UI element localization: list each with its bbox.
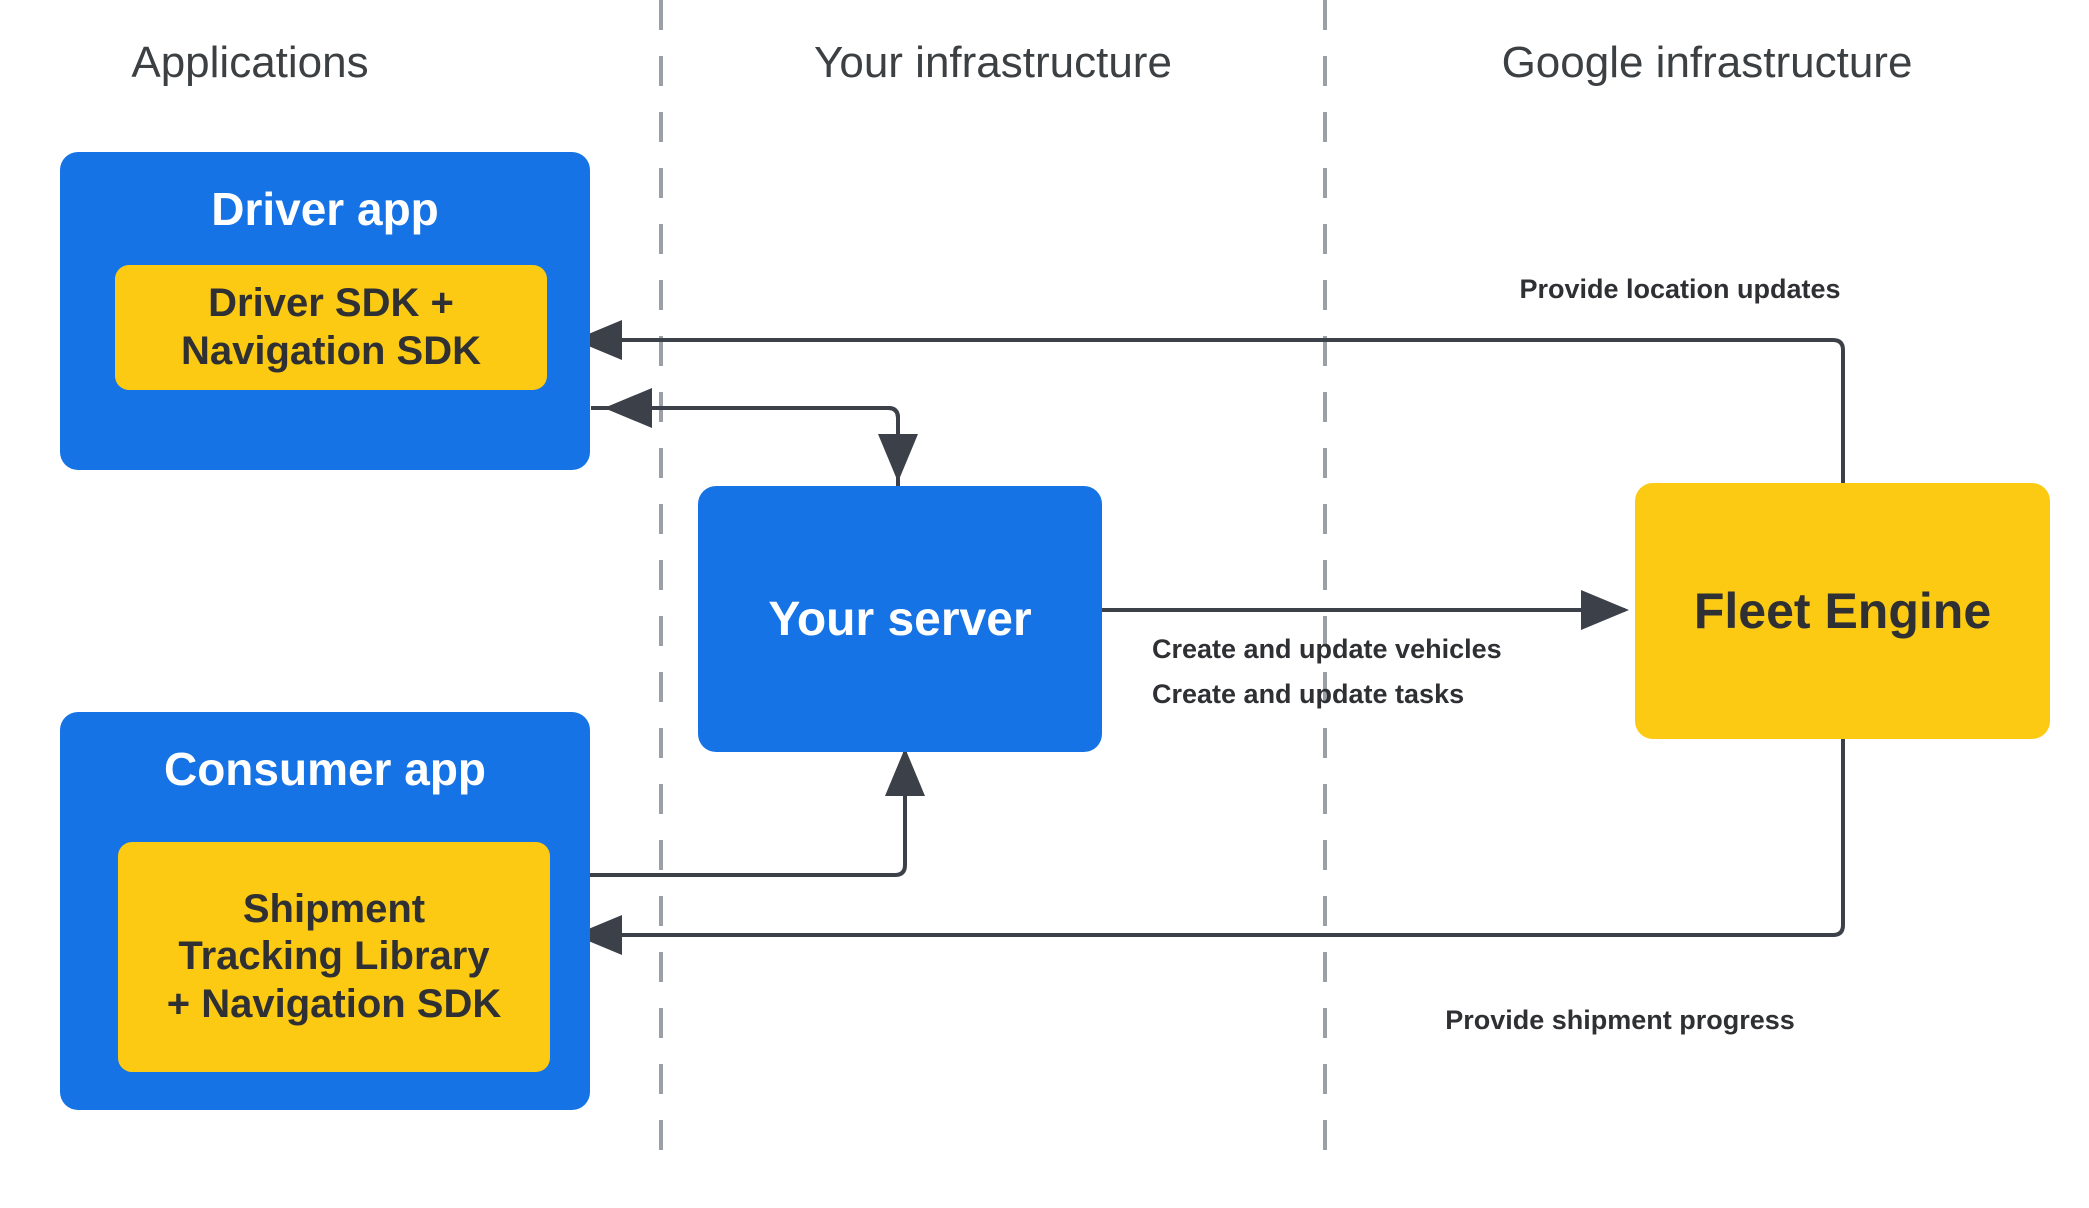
- edge-label-provide-location-updates: Provide location updates: [1519, 274, 1841, 304]
- shipment-tracking-line-2: Tracking Library: [178, 934, 490, 979]
- edge-your-server-to-driver-sdk: [604, 388, 900, 486]
- column-heading-your-infrastructure: Your infrastructure: [814, 38, 1172, 87]
- driver-sdk-line-2: Navigation SDK: [180, 328, 482, 373]
- edge-driver-app-to-your-server-path: [591, 406, 918, 482]
- driver-sdk-label: Driver SDK + Navigation SDK: [173, 280, 489, 374]
- driver-app-title: Driver app: [211, 183, 439, 235]
- edge-driver-app-down-to-your-server: [578, 408, 900, 478]
- edge-fleet-engine-to-shipment-tracking: [574, 738, 1845, 955]
- edge-label-create-and-update-vehicles: Create and update vehicles: [1152, 634, 1502, 664]
- shipment-tracking-library-label: Shipment Tracking Library + Navigation S…: [159, 886, 510, 1028]
- node-your-server[interactable]: Your server: [698, 486, 1102, 752]
- consumer-app-title: Consumer app: [163, 743, 487, 795]
- edge-label-create-and-update-tasks: Create and update tasks: [1152, 679, 1465, 709]
- node-fleet-engine[interactable]: Fleet Engine: [1635, 483, 2050, 739]
- edge-label-provide-shipment-progress: Provide shipment progress: [1445, 1005, 1795, 1035]
- shipment-tracking-line-3: + Navigation SDK: [166, 981, 502, 1026]
- node-shipment-tracking-library[interactable]: Shipment Tracking Library + Navigation S…: [118, 842, 550, 1072]
- driver-sdk-line-1: Driver SDK +: [208, 281, 454, 326]
- edge-consumer-app-to-your-server: [580, 748, 925, 877]
- column-heading-google-infrastructure: Google infrastructure: [1501, 38, 1913, 87]
- your-server-label: Your server: [768, 592, 1032, 646]
- column-heading-applications: Applications: [131, 38, 369, 87]
- edge-fleet-engine-to-driver-sdk: [574, 320, 1845, 483]
- node-driver-sdk[interactable]: Driver SDK + Navigation SDK: [115, 265, 547, 390]
- shipment-tracking-line-1: Shipment: [242, 887, 426, 932]
- fleet-engine-label: Fleet Engine: [1693, 583, 1992, 639]
